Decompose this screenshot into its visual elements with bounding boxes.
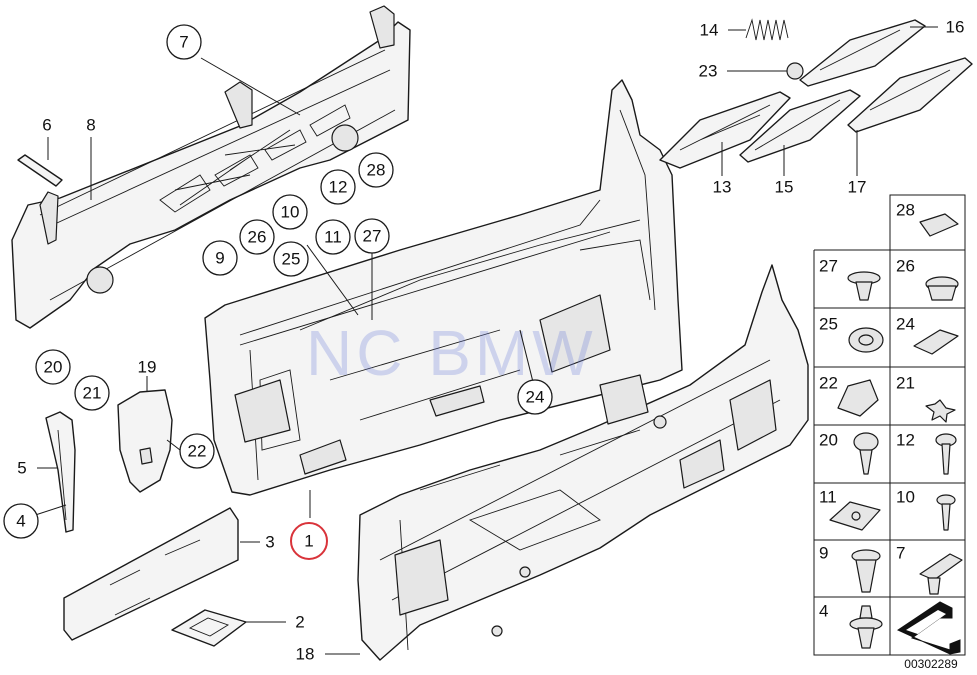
callout-11[interactable]: 11 <box>315 219 351 255</box>
legend-12: 12 <box>896 431 915 450</box>
part-16-rail <box>799 19 926 87</box>
callout-7-label: 7 <box>179 33 188 52</box>
callout-7[interactable]: 7 <box>166 24 202 60</box>
screw-10-icon <box>936 494 956 531</box>
leader-lines <box>19 26 938 655</box>
callout-1-label: 1 <box>304 532 313 551</box>
part-1-inner-liner <box>204 79 683 496</box>
legend-9: 9 <box>819 544 828 563</box>
callout-9[interactable]: 9 <box>202 240 238 276</box>
label-3: 3 <box>265 533 274 552</box>
label-19: 19 <box>138 358 157 377</box>
part-23-grommet <box>786 62 804 80</box>
legend-4: 4 <box>819 602 828 621</box>
callout-21[interactable]: 21 <box>74 375 110 411</box>
callout-20-label: 20 <box>44 358 63 377</box>
callout-21-label: 21 <box>83 384 102 403</box>
push-pin-4-icon <box>849 605 883 649</box>
fastener-legend: 28 27 26 25 24 22 21 <box>813 194 966 656</box>
callout-9-label: 9 <box>215 249 224 268</box>
callout-1-highlighted[interactable]: 1 <box>290 522 328 560</box>
label-18: 18 <box>296 645 315 664</box>
speed-nut-11-icon <box>829 501 881 531</box>
label-6: 6 <box>42 116 51 135</box>
callout-26[interactable]: 26 <box>239 219 275 255</box>
screw-12-icon <box>935 433 957 475</box>
legend-25: 25 <box>819 315 838 334</box>
expanding-clip-9-icon <box>851 549 881 593</box>
legend-20: 20 <box>819 431 838 450</box>
label-2: 2 <box>295 613 304 632</box>
label-8: 8 <box>86 116 95 135</box>
label-5: 5 <box>17 459 26 478</box>
grommet-25-icon <box>848 327 884 353</box>
label-14: 14 <box>700 21 719 40</box>
callout-12-label: 12 <box>329 178 348 197</box>
part-14-spring <box>745 18 789 41</box>
callout-22-label: 22 <box>188 442 207 461</box>
legend-22: 22 <box>819 374 838 393</box>
part-18-outer-panel <box>357 264 809 661</box>
callout-10-label: 10 <box>281 203 300 222</box>
callout-24-label: 24 <box>526 388 545 407</box>
drawing-number: 00302289 <box>904 657 958 671</box>
direction-arrow-icon <box>896 601 961 655</box>
legend-10: 10 <box>896 488 915 507</box>
callout-26-label: 26 <box>248 228 267 247</box>
callout-27[interactable]: 27 <box>354 218 390 254</box>
legend-21: 21 <box>896 374 915 393</box>
knob-20-icon <box>853 432 879 475</box>
legend-26: 26 <box>896 257 915 276</box>
label-13: 13 <box>713 178 732 197</box>
label-15: 15 <box>775 178 794 197</box>
legend-28: 28 <box>896 201 915 220</box>
clip-22-icon <box>837 379 879 417</box>
part-15-rail <box>739 89 861 163</box>
callout-28[interactable]: 28 <box>358 152 394 188</box>
label-17: 17 <box>848 178 867 197</box>
legend-27: 27 <box>819 257 838 276</box>
legend-11: 11 <box>819 488 837 507</box>
callout-4-label: 4 <box>16 512 25 531</box>
star-clip-21-icon <box>925 399 956 423</box>
callout-28-label: 28 <box>367 161 386 180</box>
clip-28-icon <box>919 213 959 237</box>
callout-10[interactable]: 10 <box>272 194 308 230</box>
part-2-frame <box>171 609 247 647</box>
callout-22[interactable]: 22 <box>179 433 215 469</box>
callout-27-label: 27 <box>363 227 382 246</box>
callout-24[interactable]: 24 <box>517 379 553 415</box>
plug-26-icon <box>925 276 959 301</box>
part-19-side-cover <box>117 389 173 493</box>
push-rivet-27-icon <box>847 271 881 301</box>
legend-24: 24 <box>896 315 915 334</box>
part-13-rail <box>659 91 791 169</box>
part-5-strip <box>45 411 76 533</box>
part-6-clip <box>17 154 63 187</box>
callout-12[interactable]: 12 <box>320 169 356 205</box>
legend-7: 7 <box>896 544 905 563</box>
callout-20[interactable]: 20 <box>35 349 71 385</box>
label-23: 23 <box>699 62 718 81</box>
label-16: 16 <box>946 18 965 37</box>
callout-25-label: 25 <box>282 250 301 269</box>
callout-25[interactable]: 25 <box>273 241 309 277</box>
part-17-rail <box>847 57 973 133</box>
callout-11-label: 11 <box>324 228 342 247</box>
clip-7-icon <box>919 553 963 595</box>
seal-24-icon <box>913 329 959 355</box>
watermark: NC BMW <box>306 317 597 389</box>
part-3-plate <box>63 507 239 641</box>
callout-4[interactable]: 4 <box>3 503 39 539</box>
part-8-upper-trim-panel <box>11 5 411 329</box>
